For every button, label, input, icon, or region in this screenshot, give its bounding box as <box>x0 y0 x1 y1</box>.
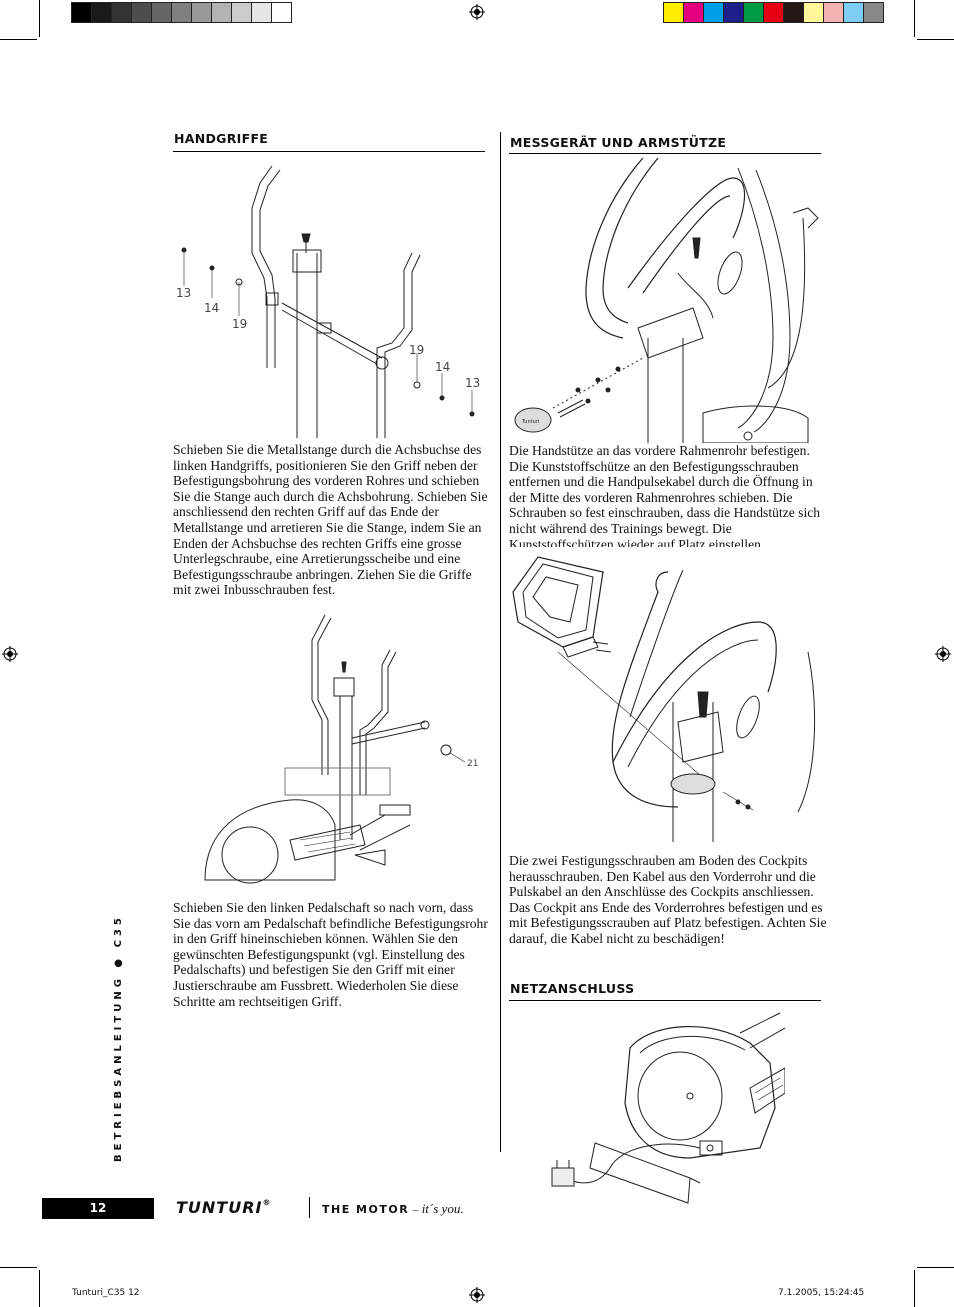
registration-mark-icon <box>2 646 18 662</box>
gray-swatch <box>131 2 152 23</box>
paragraph-messgeraet-1: Die Handstütze an das vordere Rahmenrohr… <box>509 443 821 547</box>
color-swatch <box>783 2 804 23</box>
color-swatch <box>803 2 824 23</box>
registration-mark-icon <box>469 4 485 20</box>
figure-label: 19 <box>409 343 424 357</box>
brand-logo: TUNTURI® <box>176 1198 271 1217</box>
sidebar-title: BETRIEBSANLEITUNG <box>113 975 124 1162</box>
heading-rule <box>509 153 821 154</box>
figure-label: 14 <box>435 360 450 374</box>
gray-swatch <box>71 2 92 23</box>
sidebar-running-title: BETRIEBSANLEITUNG ● C35 <box>113 914 124 1162</box>
paragraph-messgeraet-2: Die zwei Festigungsschrauben am Boden de… <box>509 853 827 946</box>
section-heading-messgeraet: MESSGERÄT UND ARMSTÜTZE <box>510 135 727 150</box>
gray-swatch <box>171 2 192 23</box>
figure-label: 19 <box>232 317 247 331</box>
gray-swatch <box>191 2 212 23</box>
gray-swatch <box>111 2 132 23</box>
page-number: 12 <box>42 1198 154 1219</box>
figure-label: 13 <box>465 376 480 390</box>
figure-label: 14 <box>204 301 219 315</box>
paragraph-handgriffe-2: Schieben Sie den linken Pedalschaft so n… <box>173 900 488 1009</box>
color-swatch <box>703 2 724 23</box>
color-swatch <box>823 2 844 23</box>
gray-swatch <box>91 2 112 23</box>
color-swatch <box>683 2 704 23</box>
svg-text:Tunturi: Tunturi <box>521 419 539 425</box>
armrest-assembly-figure: Tunturi <box>514 158 819 443</box>
gray-swatch <box>251 2 272 23</box>
sidebar-model: C35 <box>113 914 124 948</box>
gray-swatch <box>151 2 172 23</box>
column-divider <box>500 132 501 1152</box>
color-swatch <box>723 2 744 23</box>
handlebar-assembly-figure: 13 14 19 19 14 13 <box>176 165 480 438</box>
power-connection-figure <box>551 1012 785 1204</box>
heading-rule <box>509 1000 821 1001</box>
color-swatch <box>763 2 784 23</box>
registration-mark-icon <box>935 646 951 662</box>
section-heading-handgriffe: HANDGRIFFE <box>174 131 269 146</box>
registered-mark: ® <box>262 1198 272 1207</box>
figure-label: 21 <box>467 759 478 769</box>
figure-label: 13 <box>176 286 191 300</box>
grayscale-bar <box>71 2 292 23</box>
color-bar <box>663 2 884 23</box>
sidebar-bullet: ● <box>113 954 124 968</box>
color-swatch <box>743 2 764 23</box>
color-swatch <box>863 2 884 23</box>
color-swatch <box>663 2 684 23</box>
color-swatch <box>843 2 864 23</box>
tagline-italic: it´s you. <box>421 1201 464 1216</box>
slug-timestamp: 7.1.2005, 15:24:45 <box>778 1288 865 1298</box>
pedal-handlebar-figure: 21 <box>204 614 478 884</box>
brand-name: TUNTURI <box>176 1198 263 1217</box>
footer-tagline: THE MOTOR – it´s you. <box>322 1201 464 1217</box>
gray-swatch <box>231 2 252 23</box>
gray-swatch <box>211 2 232 23</box>
registration-mark-icon <box>469 1287 485 1303</box>
tagline-dash: – <box>412 1204 419 1216</box>
section-heading-netzanschluss: NETZANSCHLUSS <box>510 981 635 996</box>
cockpit-assembly-figure <box>512 556 816 842</box>
gray-swatch <box>271 2 292 23</box>
heading-rule <box>173 151 485 152</box>
slug-filename: Tunturi_C35 12 <box>72 1288 140 1298</box>
paragraph-handgriffe-1: Schieben Sie die Metallstange durch die … <box>173 442 488 598</box>
tagline-main: THE MOTOR <box>322 1203 410 1216</box>
footer-divider <box>309 1197 310 1218</box>
